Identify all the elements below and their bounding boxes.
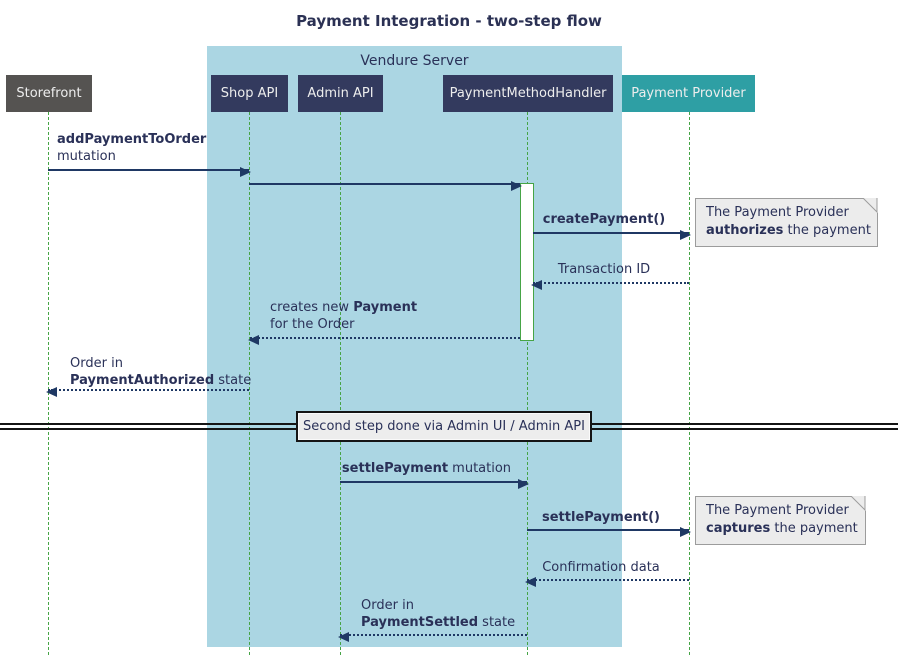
arrow-transaction-id — [531, 280, 689, 290]
arrow-settle-mutation — [340, 479, 529, 489]
divider-label-box: Second step done via Admin UI / Admin AP… — [296, 411, 592, 442]
arrow-create-payment — [533, 230, 691, 240]
arrow-order-settled — [338, 632, 527, 642]
note-fold-icon — [863, 198, 878, 213]
arrowhead-left-icon — [338, 632, 349, 642]
arrowhead-left-icon — [525, 577, 536, 587]
arrow-creates-payment — [248, 335, 520, 345]
lifeline-storefront — [48, 112, 49, 655]
participant-admin-api-label: Admin API — [307, 86, 374, 101]
arrow-confirmation — [525, 577, 689, 587]
arrow-add-payment — [48, 167, 251, 177]
activation-bar-payment-method-handler — [520, 183, 534, 341]
participant-storefront: Storefront — [6, 75, 92, 112]
arrow-shop-to-handler — [249, 181, 522, 191]
message-confirmation-label: Confirmation data — [542, 560, 660, 575]
arrowhead-right-icon — [518, 479, 529, 489]
participant-payment-method-handler-label: PaymentMethodHandler — [449, 86, 607, 101]
participant-storefront-label: Storefront — [16, 86, 82, 101]
arrowhead-left-icon — [46, 387, 57, 397]
note-fold-icon — [851, 496, 866, 511]
arrowhead-right-icon — [511, 181, 522, 191]
participant-payment-provider: Payment Provider — [622, 75, 755, 112]
participant-payment-method-handler: PaymentMethodHandler — [443, 75, 613, 112]
message-settle-call-label: settlePayment() — [542, 510, 660, 525]
message-creates-payment-label: creates new Payment for the Order — [270, 300, 418, 332]
lifeline-admin-api — [340, 112, 341, 655]
message-add-payment-label: addPaymentToOrder mutation — [57, 132, 207, 164]
arrowhead-right-icon — [680, 527, 691, 537]
arrowhead-left-icon — [248, 335, 259, 345]
note-captures: The Payment Provider captures the paymen… — [695, 496, 866, 545]
arrowhead-right-icon — [680, 230, 691, 240]
message-transaction-id-label: Transaction ID — [557, 262, 651, 277]
lifeline-payment-method-handler — [527, 112, 528, 655]
message-settle-mutation-label: settlePayment mutation — [341, 461, 512, 476]
participant-shop-api-label: Shop API — [220, 86, 279, 101]
note-authorizes: The Payment Provider authorizes the paym… — [695, 198, 878, 247]
message-create-payment-label: createPayment() — [542, 212, 666, 227]
divider-label: Second step done via Admin UI / Admin AP… — [303, 419, 585, 434]
lifeline-payment-provider — [689, 112, 690, 655]
message-order-settled-label: Order in PaymentSettled state — [361, 598, 516, 630]
arrow-order-authorized — [46, 387, 249, 397]
vendure-server-container: Vendure Server — [207, 46, 622, 647]
arrowhead-left-icon — [531, 280, 542, 290]
arrowhead-right-icon — [240, 167, 251, 177]
participant-shop-api: Shop API — [211, 75, 288, 112]
vendure-server-label: Vendure Server — [360, 53, 469, 69]
diagram-title: Payment Integration - two-step flow — [296, 12, 602, 30]
lifeline-shop-api — [249, 112, 250, 655]
participant-payment-provider-label: Payment Provider — [631, 86, 746, 101]
arrow-settle-call — [527, 527, 691, 537]
message-order-authorized-label: Order in PaymentAuthorized state — [70, 356, 252, 388]
participant-admin-api: Admin API — [298, 75, 383, 112]
